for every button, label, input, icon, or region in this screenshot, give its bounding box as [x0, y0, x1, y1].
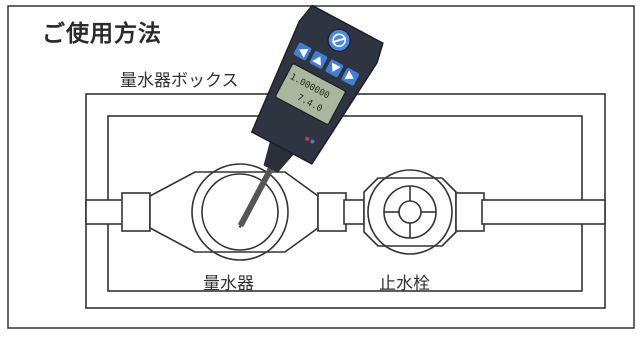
device-neck: [263, 139, 296, 173]
pipe: [85, 171, 606, 253]
stopcock: [367, 169, 453, 255]
pipe-left: [85, 199, 125, 225]
water-meter-label: 量水器: [203, 274, 254, 294]
meter-dial-outer: [191, 163, 289, 261]
coupling-middle-1: [317, 192, 347, 232]
arrow-down-icon: [331, 62, 341, 72]
handheld-device: 1.000000 7.4.0: [237, 4, 384, 228]
stopcock-ring-outer: [367, 169, 453, 255]
arrow-up-icon: [312, 56, 322, 66]
device-buttons: [293, 42, 360, 86]
pipe-right: [481, 199, 606, 225]
meter-dial-inner: [201, 173, 279, 251]
stopcock-body: [363, 177, 457, 247]
coupling-left: [121, 192, 151, 232]
page-title: ご使用方法: [42, 21, 162, 47]
meter-box-label: 量水器ボックス: [120, 71, 239, 91]
meter-body: [149, 171, 319, 253]
pipe-middle: [343, 199, 365, 225]
arrow-left-icon: [299, 48, 309, 58]
stopcock-label: 止水栓: [379, 274, 430, 294]
device-probe: [237, 162, 277, 228]
device-screen: [275, 63, 346, 125]
indicator-light: [305, 136, 310, 141]
arrow-right-icon: [344, 70, 354, 80]
indicator-light: [310, 139, 315, 144]
coupling-right: [455, 192, 485, 232]
water-meter: [191, 163, 289, 261]
